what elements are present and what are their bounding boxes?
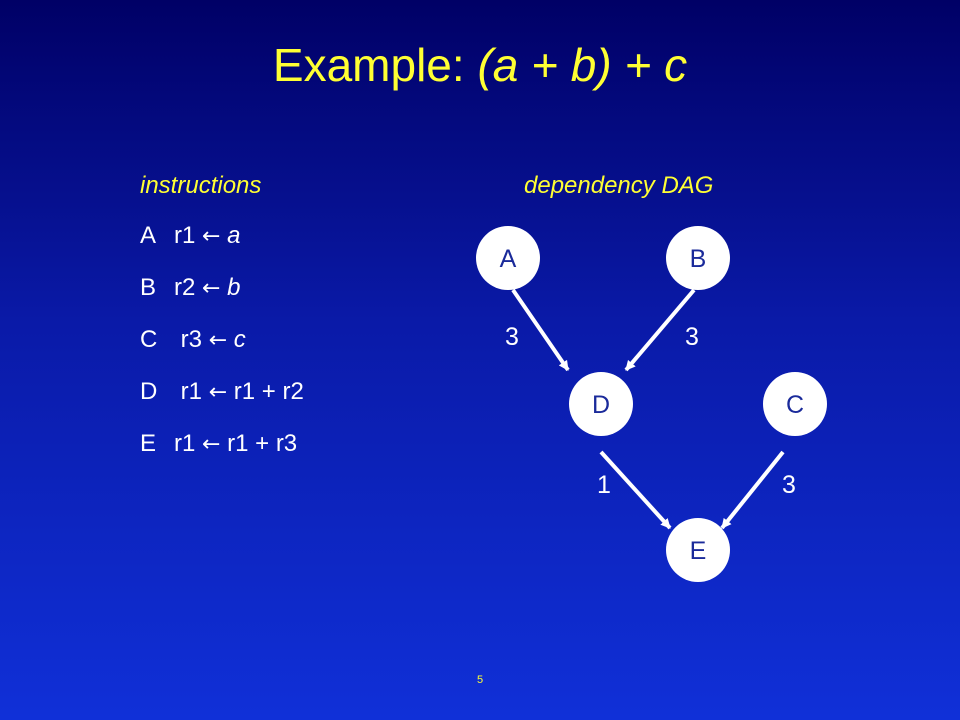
instruction-row-c: C r3 ← c	[140, 326, 246, 354]
node-label-b: B	[690, 245, 707, 273]
node-label-d: D	[592, 391, 610, 419]
instruction-dest: r1	[174, 222, 196, 249]
instruction-src: a	[227, 222, 241, 249]
instruction-src: r1 + r3	[227, 430, 298, 457]
node-c	[763, 372, 827, 436]
node-label-c: C	[786, 391, 804, 419]
slide-title: Example: (a + b) + c	[0, 38, 960, 92]
instruction-label: E	[140, 430, 157, 457]
left-arrow-icon: ←	[202, 276, 221, 301]
edge-c-e	[720, 450, 785, 530]
left-arrow-icon: ←	[208, 328, 228, 353]
page-number: 5	[476, 674, 484, 686]
edge-weight-b-d: 3	[685, 323, 699, 351]
instruction-label: A	[140, 222, 157, 249]
edge-weight-a-d: 3	[505, 323, 519, 351]
instruction-src: r1 + r2	[233, 378, 304, 405]
title-main: Example:	[272, 39, 478, 91]
instruction-label: B	[140, 274, 157, 301]
left-arrow-icon: ←	[202, 432, 221, 457]
node-a	[476, 226, 540, 290]
instruction-src: b	[227, 274, 241, 301]
edge-weight-c-e: 3	[782, 471, 796, 499]
left-arrow-icon: ←	[208, 380, 228, 405]
edge-d-e	[599, 450, 672, 530]
instruction-dest: r1	[174, 430, 196, 457]
instruction-row-d: D r1 ← r1 + r2	[140, 378, 304, 406]
instructions-heading: instructions	[140, 172, 262, 199]
node-b	[666, 226, 730, 290]
edge-a-d	[511, 288, 570, 372]
node-d	[569, 372, 633, 436]
instruction-dest: r1	[180, 378, 203, 405]
instruction-src: c	[233, 326, 246, 353]
title-expression: (a + b) + c	[477, 39, 688, 91]
instruction-label: D	[140, 378, 158, 405]
instruction-dest: r3	[180, 326, 203, 353]
node-label-a: A	[500, 245, 517, 273]
dag-heading: dependency DAG	[524, 172, 714, 199]
left-arrow-icon: ←	[202, 224, 221, 249]
edge-b-d	[624, 288, 696, 372]
node-e	[666, 518, 730, 582]
instruction-dest: r2	[174, 274, 196, 301]
edge-weight-d-e: 1	[597, 471, 611, 499]
node-label-e: E	[690, 537, 707, 565]
instruction-label: C	[140, 326, 158, 353]
